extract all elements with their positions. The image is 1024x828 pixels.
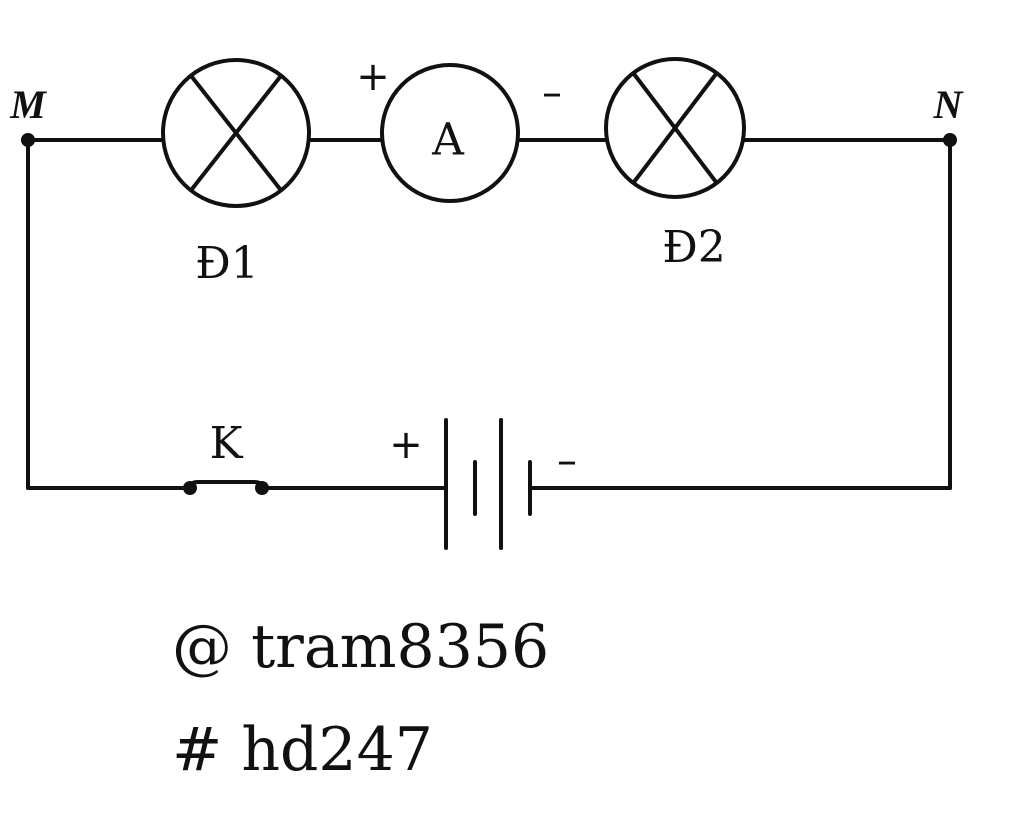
ammeter-symbol: A	[431, 115, 465, 166]
battery-plus-label: +	[389, 422, 423, 468]
battery-minus-label: –	[557, 438, 577, 484]
switch-label: K	[210, 418, 244, 469]
node-m-label: M	[9, 82, 47, 127]
lamp-d1	[161, 58, 311, 208]
ammeter-plus-label: +	[356, 54, 390, 100]
ammeter: A	[380, 63, 520, 203]
source-tag: # hd247	[172, 715, 433, 785]
ammeter-minus-label: –	[542, 70, 562, 116]
lamp-d2-label: Đ2	[662, 222, 726, 273]
switch-k	[183, 480, 269, 495]
author-tag: @ tram8356	[172, 612, 549, 682]
battery	[444, 418, 532, 550]
node-n-label: N	[933, 82, 965, 127]
node-m-dot	[21, 133, 35, 147]
node-n-dot	[943, 133, 957, 147]
lamp-d2	[604, 57, 746, 199]
lamp-d1-label: Đ1	[195, 238, 259, 289]
